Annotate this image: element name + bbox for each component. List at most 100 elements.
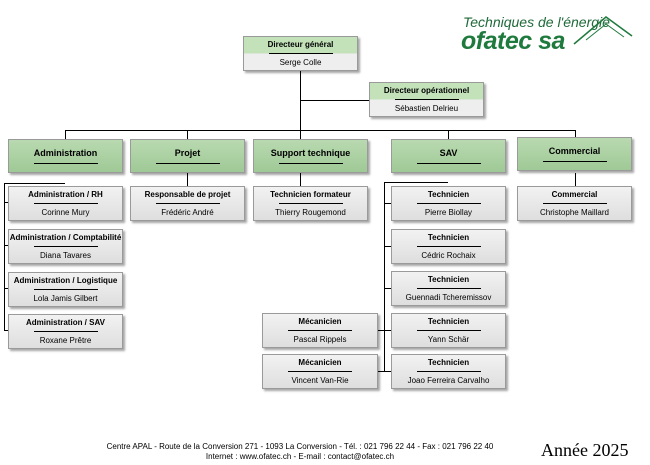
connector-sav-trunk — [384, 182, 385, 372]
projet-staff-card: Responsable de projet Frédéric André — [130, 186, 245, 221]
footer-address: Centre APAL - Route de la Conversion 271… — [106, 442, 494, 451]
dept-label: Administration — [33, 148, 98, 158]
sav-staff-card: Technicien Joao Ferreira Carvalho — [391, 354, 506, 389]
connector-top-bar — [65, 130, 575, 131]
connector-sav-3 — [384, 288, 392, 289]
connector-admin-3 — [4, 288, 8, 289]
divider — [416, 288, 481, 289]
divider — [155, 163, 220, 164]
dept-sav: SAV — [391, 139, 506, 173]
connector-sav-2 — [384, 246, 392, 247]
connector-commercial — [575, 130, 576, 139]
connector-support-down — [300, 173, 301, 186]
divider — [416, 246, 481, 247]
year-label: Année 2025 — [541, 440, 629, 460]
ops-director-name: Sébastien Delrieu — [394, 104, 459, 113]
person-name: Pascal Rippels — [293, 335, 347, 344]
connector-admin — [65, 130, 66, 139]
director-box: Directeur général Serge Colle — [243, 36, 358, 71]
role-title: Administration / SAV — [26, 318, 105, 327]
divider — [33, 246, 98, 247]
admin-staff-card: Administration / Logistique Lola Jamis G… — [8, 272, 123, 307]
connector-admin-trunk — [4, 183, 5, 331]
role-title: Technicien — [427, 317, 470, 326]
connector-sav-4 — [384, 330, 392, 331]
divider — [416, 163, 481, 164]
connector-admin-1 — [4, 202, 8, 203]
ops-director-title: Directeur opérationnel — [383, 86, 470, 95]
director-name: Serge Colle — [279, 58, 322, 67]
connector-projet — [187, 130, 188, 139]
connector-projet-down — [187, 173, 188, 186]
connector-mech-2 — [378, 371, 384, 372]
role-title: Technicien — [427, 358, 470, 367]
connector-admin-2 — [4, 245, 8, 246]
footer-contact: Internet : www.ofatec.ch - E-mail : cont… — [205, 452, 395, 461]
person-name: Joao Ferreira Carvalho — [407, 376, 490, 385]
divider — [394, 99, 459, 100]
person-name: Roxane Prêtre — [39, 336, 92, 345]
dept-projet: Projet — [130, 139, 245, 173]
connector-admin-h — [4, 183, 65, 184]
dept-commercial: Commercial — [517, 137, 632, 171]
role-title: Administration / Logistique — [13, 276, 118, 285]
role-title: Technicien formateur — [270, 190, 351, 199]
connector-commercial-down — [575, 173, 576, 186]
divider — [268, 53, 333, 54]
divider — [33, 289, 98, 290]
person-name: Corinne Mury — [41, 208, 90, 217]
divider — [542, 161, 607, 162]
admin-staff-card: Administration / Comptabilité Diana Tava… — [8, 229, 123, 264]
mechanic-card: Mécanicien Vincent Van-Rie — [262, 354, 378, 389]
role-title: Administration / RH — [28, 190, 103, 199]
divider — [288, 330, 352, 331]
brand-tagline: Techniques de l'énergie — [463, 14, 610, 30]
dept-administration: Administration — [8, 139, 123, 173]
connector-sav-h — [384, 182, 448, 183]
divider — [542, 203, 607, 204]
connector-ops — [300, 100, 370, 101]
dept-label: SAV — [439, 148, 458, 158]
person-name: Christophe Maillard — [540, 208, 609, 217]
divider — [278, 163, 343, 164]
person-name: Guennadi Tcheremissov — [405, 293, 492, 302]
person-name: Cédric Rochaix — [421, 251, 476, 260]
person-name: Lola Jamis Gilbert — [33, 294, 98, 303]
person-name: Pierre Biollay — [424, 208, 473, 217]
divider — [33, 331, 98, 332]
role-title: Responsable de projet — [144, 190, 231, 199]
sav-staff-card: Technicien Pierre Biollay — [391, 186, 506, 221]
divider — [278, 203, 343, 204]
divider — [416, 371, 481, 372]
dept-label: Support technique — [270, 148, 351, 158]
person-name: Yann Schär — [427, 335, 470, 344]
admin-staff-card: Administration / RH Corinne Mury — [8, 186, 123, 221]
dept-label: Commercial — [548, 146, 601, 156]
connector-sav-1 — [384, 203, 392, 204]
connector-sav — [448, 130, 449, 139]
sav-staff-card: Technicien Yann Schär — [391, 313, 506, 348]
person-name: Frédéric André — [161, 208, 214, 217]
support-staff-card: Technicien formateur Thierry Rougemond — [253, 186, 368, 221]
dept-label: Projet — [174, 148, 201, 158]
role-title: Technicien — [427, 233, 470, 242]
role-title: Mécanicien — [298, 317, 342, 326]
connector-admin-4 — [4, 330, 8, 331]
sav-staff-card: Technicien Guennadi Tcheremissov — [391, 271, 506, 306]
connector-sav-5 — [384, 371, 392, 372]
divider — [33, 203, 98, 204]
director-title: Directeur général — [267, 40, 334, 49]
role-title: Technicien — [427, 275, 470, 284]
role-title: Commercial — [551, 190, 598, 199]
role-title: Administration / Comptabilité — [9, 233, 122, 242]
person-name: Vincent Van-Rie — [291, 376, 349, 385]
person-name: Diana Tavares — [40, 251, 91, 260]
mechanic-card: Mécanicien Pascal Rippels — [262, 313, 378, 348]
sav-staff-card: Technicien Cédric Rochaix — [391, 229, 506, 264]
role-title: Mécanicien — [298, 358, 342, 367]
divider — [33, 163, 98, 164]
role-title: Technicien — [427, 190, 470, 199]
divider — [416, 203, 481, 204]
divider — [416, 330, 481, 331]
connector-mech-1 — [378, 330, 384, 331]
